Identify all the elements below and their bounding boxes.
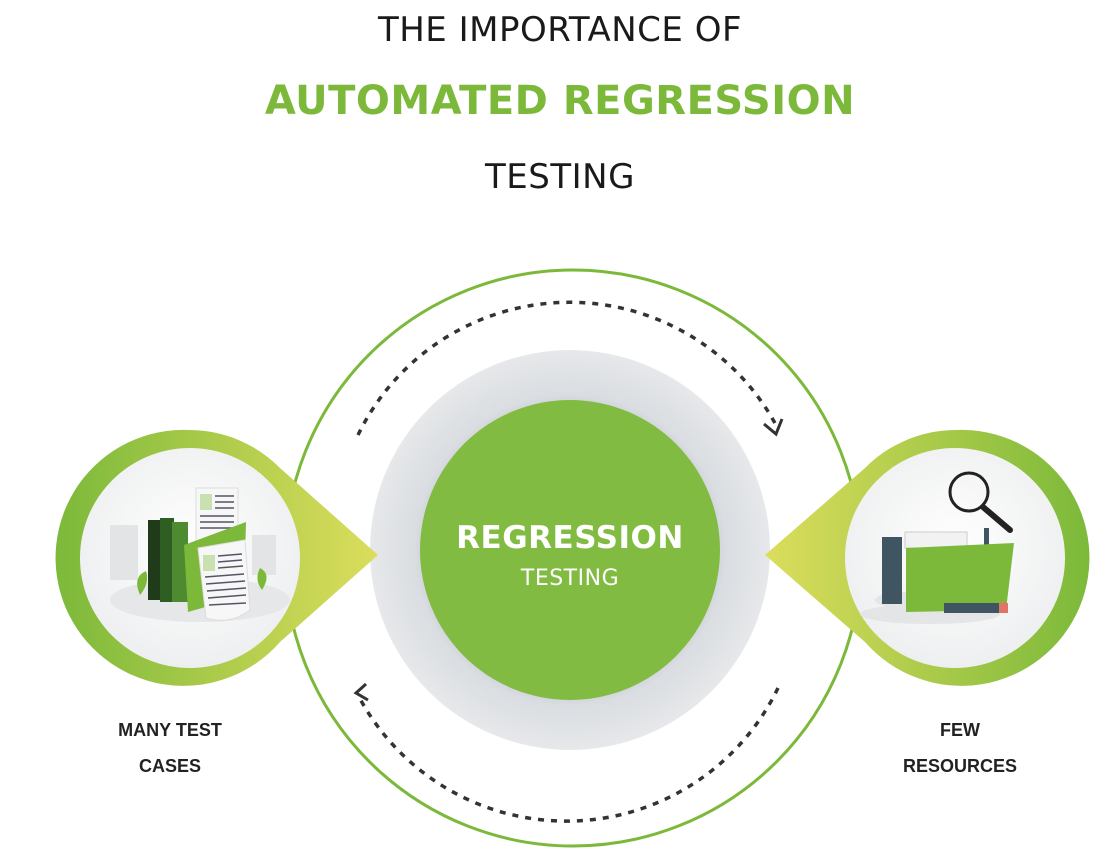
center-circle [420,400,720,700]
left-label-line1: MANY TEST [118,720,222,740]
right-node-label: FEW RESOURCES [860,712,1060,784]
folder-magnifier-icon [860,471,1014,624]
right-label-line2: RESOURCES [902,756,1018,776]
right-node [765,429,1090,686]
left-node [55,429,379,686]
title-line-1: THE IMPORTANCE OF [377,10,743,50]
documents-folders-icon [110,487,290,622]
title-highlight: AUTOMATED REGRESSION [264,78,856,124]
center-subtitle: TESTING [520,566,620,591]
left-label-line2: CASES [138,756,201,776]
cycle-arrow-bottom-head [353,682,369,702]
right-label-line1: FEW [940,720,980,740]
center-title: REGRESSION [456,520,684,556]
cycle-arrow-bottom [356,687,780,823]
left-node-label: MANY TEST CASES [80,712,260,784]
cycle-arrow-top-head [763,418,784,437]
title-line-3: TESTING [485,157,635,197]
